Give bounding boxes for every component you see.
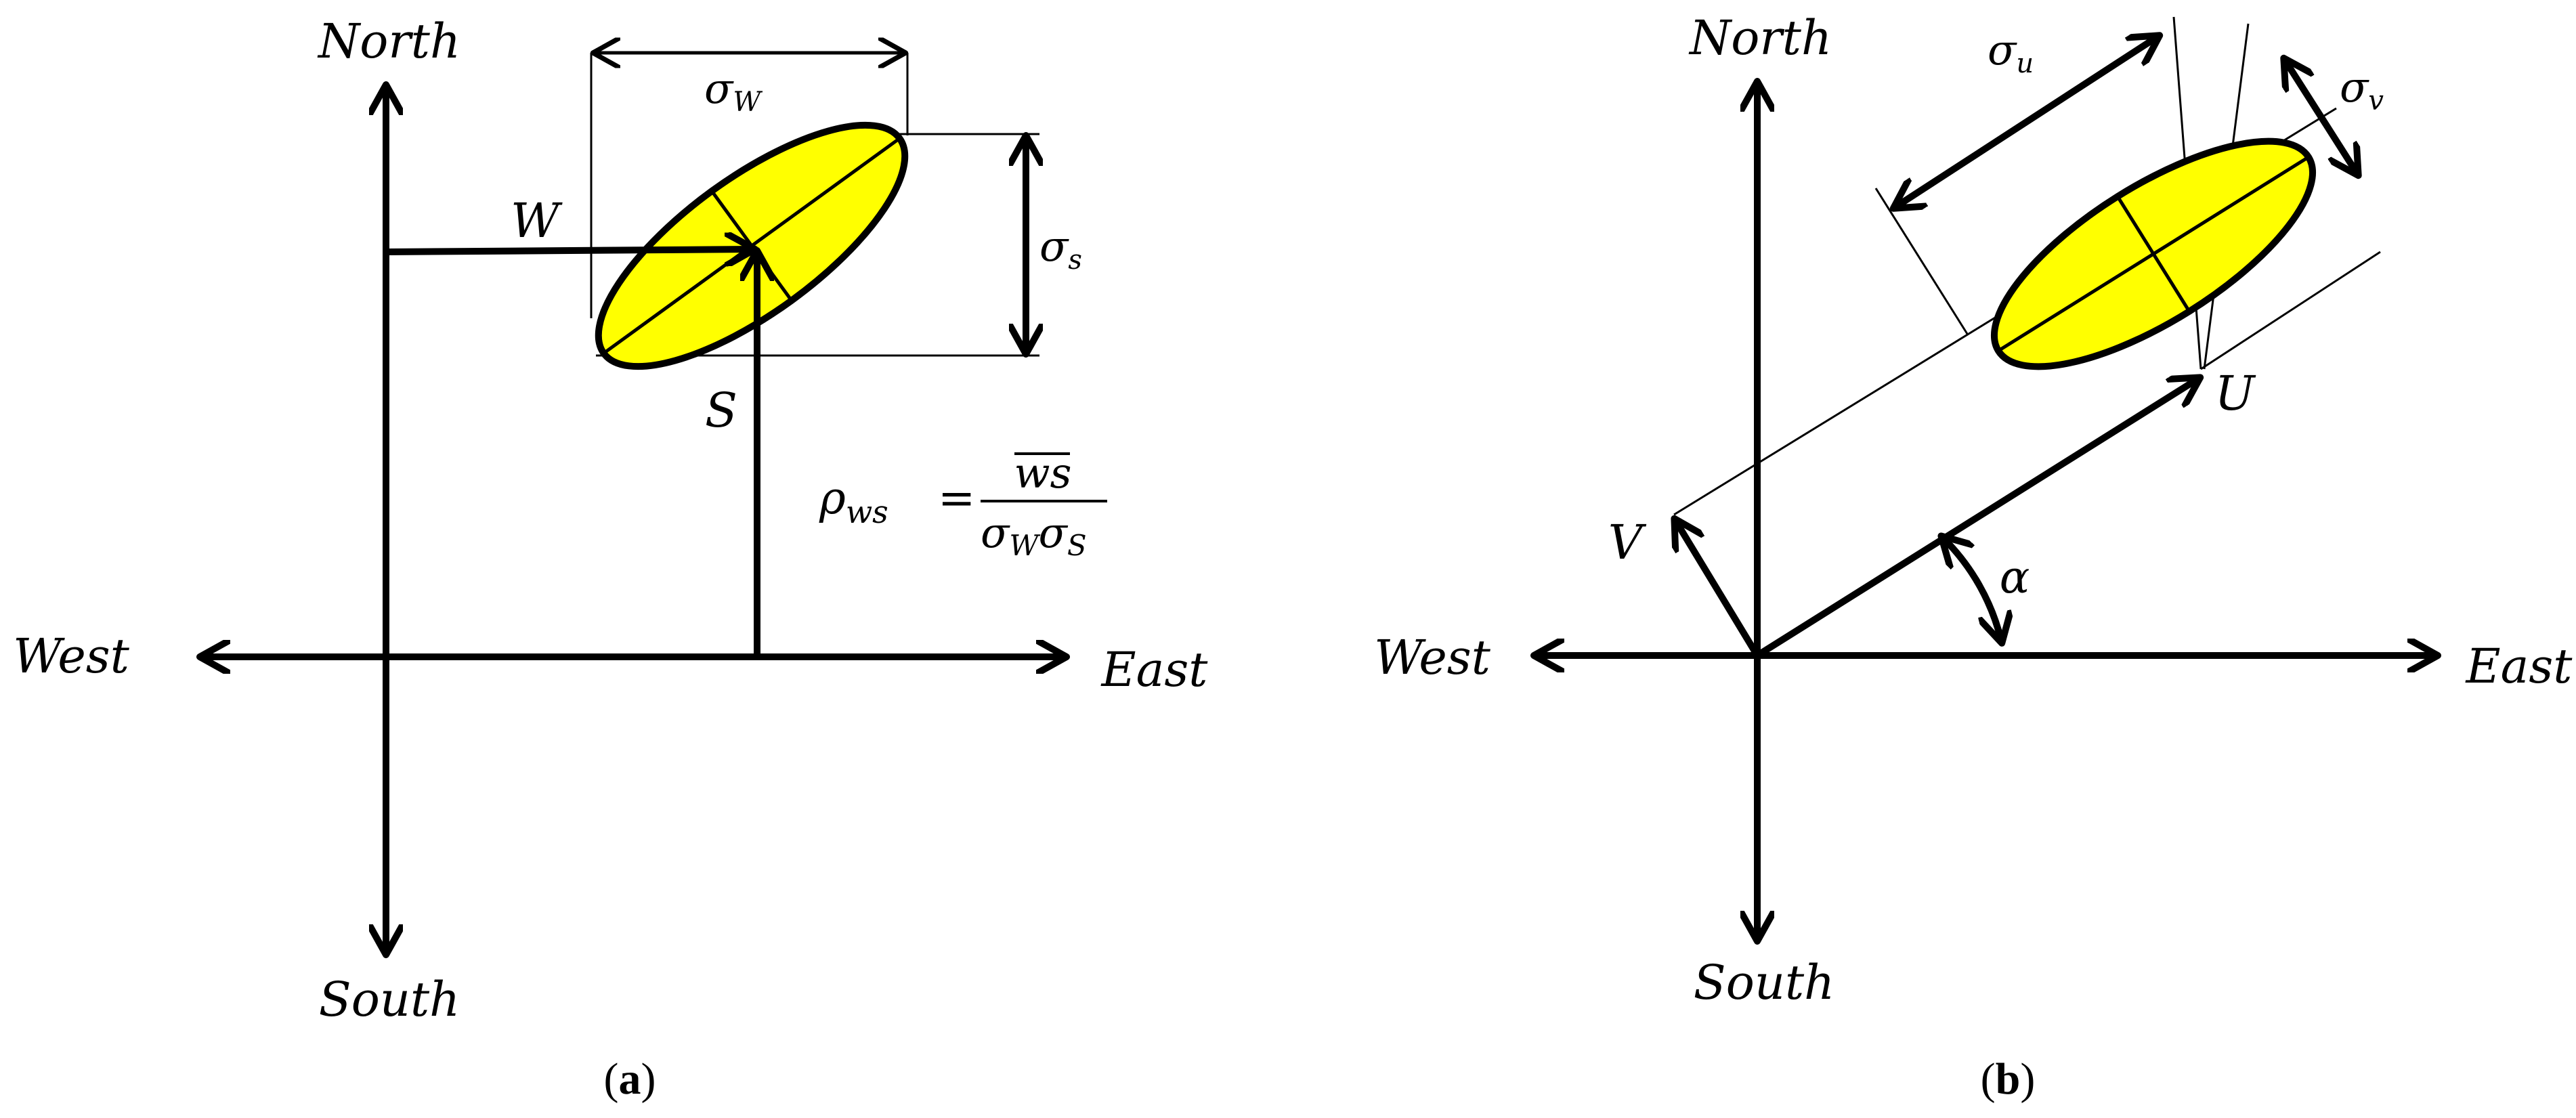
u-arrow bbox=[1754, 379, 2197, 659]
ellipse-minor-axis-b bbox=[2116, 195, 2191, 313]
w-component-arrow bbox=[383, 249, 752, 252]
sigma-s-label: σs bbox=[1039, 221, 1082, 276]
east-label-b: East bbox=[2465, 639, 2573, 694]
caption-b: (b) bbox=[1981, 1054, 2036, 1104]
formula-denominator: σWσS bbox=[981, 508, 1087, 562]
north-label: North bbox=[317, 14, 460, 69]
panel-a: North South West East W S σW σs ρws = ws… bbox=[13, 14, 1208, 1104]
panel-b: North South West East U V α σu σv (b) bbox=[1374, 10, 2573, 1104]
south-label: South bbox=[319, 972, 460, 1027]
s-label: S bbox=[705, 383, 737, 438]
sigma-v-label: σv bbox=[2340, 62, 2384, 116]
caption-a: (a) bbox=[604, 1054, 656, 1104]
v-arrow bbox=[1676, 521, 1761, 659]
sigma-u-label: σu bbox=[1988, 25, 2034, 79]
west-label: West bbox=[13, 628, 130, 684]
v-label: V bbox=[1608, 515, 1647, 570]
u-label: U bbox=[2215, 366, 2256, 421]
equals-sign: = bbox=[938, 472, 975, 524]
alpha-label: α bbox=[2000, 551, 2030, 603]
west-label-b: West bbox=[1374, 630, 1491, 685]
correlation-formula: ρws = ws σWσS bbox=[819, 448, 1107, 562]
rho-symbol: ρws bbox=[819, 472, 888, 530]
north-label-b: North bbox=[1688, 10, 1832, 66]
sigma-v-dimension-arrow bbox=[2285, 61, 2357, 173]
sigma-u-dimension-arrow bbox=[1896, 37, 2157, 207]
formula-numerator: ws bbox=[1014, 448, 1072, 498]
south-label-b: South bbox=[1694, 955, 1834, 1010]
alpha-arc bbox=[1944, 538, 2001, 640]
u-perpendicular-line bbox=[2200, 251, 2381, 370]
sigma-w-label: σW bbox=[704, 64, 763, 118]
w-label: W bbox=[511, 193, 563, 249]
east-label: East bbox=[1100, 642, 1209, 697]
ellipse-tangent-line-left bbox=[1874, 188, 1969, 335]
